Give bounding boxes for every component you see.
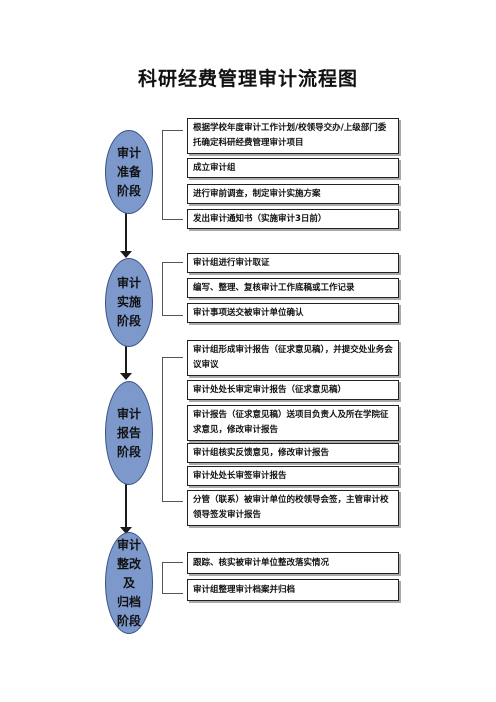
flow-arrow: [120, 527, 132, 534]
flow-arrow: [120, 251, 132, 258]
stage-implementation: 审计 实施 阶段: [105, 258, 153, 347]
flow-step: 跟踪、核实被审计单位整改落实情况: [187, 552, 399, 574]
flow-step-text: 分管（联系）被审计单位的校领导会签，主管审计校领导签发审计报告: [193, 495, 389, 520]
flow-step-text: 审计报告（征求意见稿）送项目负责人及所在学院征求意见，修改审计报告: [193, 410, 389, 435]
stage-bracket: [162, 562, 183, 594]
flow-arrow: [120, 373, 132, 380]
flow-step: 审计组进行审计取证: [187, 253, 399, 273]
stage-bracket: [162, 357, 183, 502]
flow-step: 审计组整理审计档案并归档: [187, 579, 399, 601]
flow-step-text: 审计处处长审定审计报告（征求意见稿）: [193, 384, 347, 395]
flow-step-text: 审计组进行审计取证: [193, 257, 270, 268]
stage-bracket: [162, 130, 183, 220]
stage-report: 审计 报告 阶段: [105, 381, 153, 485]
flow-step-text: 审计处处长审签审计报告: [193, 470, 287, 481]
flow-step-text: 审计事项送交被审计单位确认: [193, 307, 304, 318]
flow-step-text: 编写、整理、复核审计工作底稿或工作记录: [193, 282, 355, 293]
flow-connector: [125, 345, 127, 374]
flow-step-text: 跟踪、核实被审计单位整改落实情况: [193, 557, 330, 568]
flow-step: 成立审计组: [187, 158, 399, 178]
page-title: 科研经费管理审计流程图: [137, 68, 358, 90]
stage-label: 审计 整改 及 归档 阶段: [116, 537, 141, 628]
flow-step-text: 审计组形成审计报告（征求意见稿），并提交处业务会议审议: [193, 345, 393, 370]
flow-step-text: 发出审计通知书（实施审计3日前）: [193, 213, 327, 224]
flow-step: 审计处处长审定审计报告（征求意见稿）: [187, 380, 399, 400]
flow-step: 审计处处长审签审计报告: [187, 466, 399, 486]
flow-step-text: 审计组核实反馈意见，修改审计报告: [193, 447, 330, 458]
flow-step: 审计组核实反馈意见，修改审计报告: [187, 443, 399, 463]
flow-step: 审计事项送交被审计单位确认: [187, 303, 399, 323]
flow-step-text: 成立审计组: [193, 162, 236, 173]
flow-step-text: 审计组整理审计档案并归档: [193, 584, 296, 595]
stage-preparation: 审计 准备 阶段: [105, 130, 153, 214]
flow-step: 分管（联系）被审计单位的校领导会签，主管审计校领导签发审计报告: [187, 490, 399, 526]
flow-step-text: 进行审前调查，制定审计实施方案: [193, 188, 321, 199]
stage-label: 审计 报告 阶段: [116, 406, 141, 459]
stage-label: 审计 实施 阶段: [116, 276, 141, 328]
flow-connector: [125, 483, 127, 528]
stage-bracket: [162, 262, 183, 316]
stage-rectification-archive: 审计 整改 及 归档 阶段: [105, 532, 153, 634]
flow-step: 发出审计通知书（实施审计3日前）: [187, 209, 399, 229]
stage-label: 审计 准备 阶段: [116, 145, 141, 198]
flow-step-text: 根据学校年度审计工作计划/校领导交办/上级部门委托确定科研经费管理审计项目: [193, 123, 387, 148]
flow-step: 审计组形成审计报告（征求意见稿），并提交处业务会议审议: [187, 340, 399, 376]
flow-step: 编写、整理、复核审计工作底稿或工作记录: [187, 278, 399, 298]
flow-step: 审计报告（征求意见稿）送项目负责人及所在学院征求意见，修改审计报告: [187, 405, 399, 441]
flow-connector: [125, 212, 127, 252]
flow-step: 根据学校年度审计工作计划/校领导交办/上级部门委托确定科研经费管理审计项目: [187, 118, 399, 154]
flow-step: 进行审前调查，制定审计实施方案: [187, 184, 399, 204]
